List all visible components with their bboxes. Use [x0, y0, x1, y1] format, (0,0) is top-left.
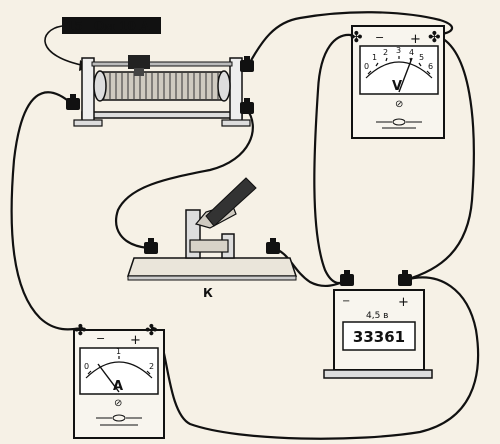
- rheostat: [66, 55, 254, 127]
- battery-terminals: [340, 270, 412, 286]
- voltmeter-minus-sign: −: [375, 31, 384, 44]
- rheostat-terminals: [66, 56, 254, 114]
- voltmeter: 0 1 2 3 4 5 6 V ⊘ − + ✤ ✤: [350, 25, 445, 139]
- voltmeter-scale-6: 6: [428, 62, 433, 71]
- rheostat-rating-text: Ом 10 А: [94, 19, 150, 33]
- voltmeter-scale-5: 5: [419, 53, 424, 62]
- ammeter-minus-terminal-icon[interactable]: ✤: [74, 321, 87, 339]
- ammeter-minus-sign: −: [96, 332, 105, 345]
- wire-voltmeter-to-battery-right: [403, 34, 475, 282]
- voltmeter-scale-3: 3: [396, 46, 401, 55]
- switch-handle[interactable]: [205, 177, 257, 227]
- switch-terminals: [144, 238, 280, 254]
- voltmeter-scale-0: 0: [364, 62, 369, 71]
- voltmeter-zero-screw: ⊘: [395, 99, 403, 110]
- voltmeter-scale: 0 1 2 3 4 5 6: [364, 46, 433, 71]
- voltmeter-scale-1: 1: [372, 53, 377, 62]
- voltmeter-symbol: V: [392, 79, 402, 94]
- ammeter-plus-terminal-icon[interactable]: ✤: [145, 321, 158, 339]
- knife-switch: К: [126, 177, 298, 300]
- wire-voltmeter-to-battery: [313, 33, 358, 285]
- ammeter-ticks: [87, 356, 151, 375]
- wire-switch-to-battery: [270, 246, 350, 288]
- voltmeter-plus-sign: +: [410, 32, 421, 47]
- voltmeter-minus-terminal-icon[interactable]: ✤: [350, 28, 363, 46]
- battery-voltage: 4,5 в: [366, 311, 388, 321]
- switch-label: К: [203, 286, 213, 300]
- wire-battery-to-ammeter: [150, 276, 480, 440]
- rheostat-slider[interactable]: [128, 55, 150, 76]
- wire-rheostat-to-switch: [115, 106, 254, 250]
- voltmeter-scale-4: 4: [409, 48, 414, 57]
- ammeter-badge: [96, 414, 142, 426]
- voltmeter-needle: [398, 57, 413, 93]
- ammeter: 0 1 2 A ⊘ − + ✤ ✤: [73, 321, 165, 439]
- ammeter-scale-1: 1: [116, 347, 121, 356]
- ammeter-symbol: A: [113, 379, 123, 394]
- rheostat-rating-label: 15 Ом 10 А: [62, 17, 161, 34]
- ammeter-plus-sign: +: [130, 333, 141, 348]
- label-arrow: [44, 25, 87, 67]
- battery-cells-label: 33361: [353, 328, 405, 346]
- ammeter-scale-0: 0: [84, 362, 89, 371]
- battery-minus-sign: −: [342, 296, 350, 307]
- wires: [10, 11, 480, 440]
- rheostat-rating-number: 15: [66, 19, 83, 33]
- voltmeter-badge: [376, 118, 422, 129]
- wire-rheostat-to-ammeter: [10, 91, 84, 331]
- voltmeter-scale-2: 2: [383, 48, 388, 57]
- ammeter-scale-2: 2: [149, 362, 154, 371]
- battery-plus-sign: +: [398, 295, 409, 310]
- ammeter-scale: 0 1 2: [84, 347, 154, 371]
- wire-rheostat-to-voltmeter: [246, 11, 453, 68]
- battery: 4,5 в 33361 − +: [323, 270, 433, 379]
- ammeter-zero-screw: ⊘: [114, 398, 122, 409]
- ammeter-needle: [97, 363, 120, 393]
- voltmeter-plus-terminal-icon[interactable]: ✤: [428, 28, 441, 46]
